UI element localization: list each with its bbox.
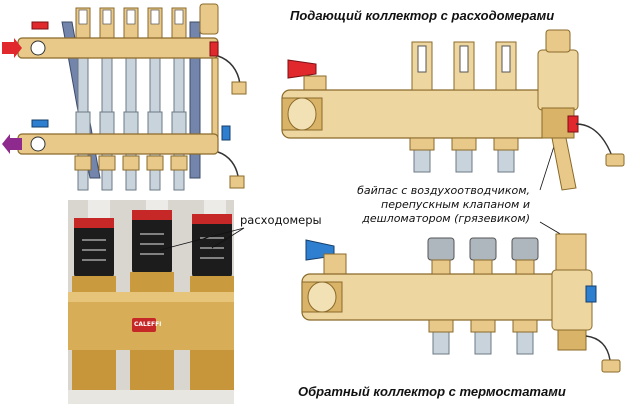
flowmeters-label: расходомеры (240, 213, 322, 227)
return-manifold-diagram (296, 226, 640, 386)
bypass-note: байпас с воздухоотводчиком, перепускным … (330, 184, 530, 226)
supply-manifold-title: Подающий коллектор с расходомерами (290, 8, 555, 23)
bypass-note-line-3: дешломатором (грязевиком) (362, 212, 530, 225)
bypass-note-line-2: перепускным клапаном и (381, 198, 530, 211)
return-manifold-title: Обратный коллектор с термостатами (298, 384, 566, 399)
manifold-overview-illustration (0, 0, 270, 200)
manifold-photo (68, 200, 234, 404)
photo-tag-label: CALEFFI (134, 321, 162, 328)
supply-manifold-diagram (276, 20, 640, 200)
bypass-note-line-1: байпас с воздухоотводчиком, (357, 184, 530, 197)
